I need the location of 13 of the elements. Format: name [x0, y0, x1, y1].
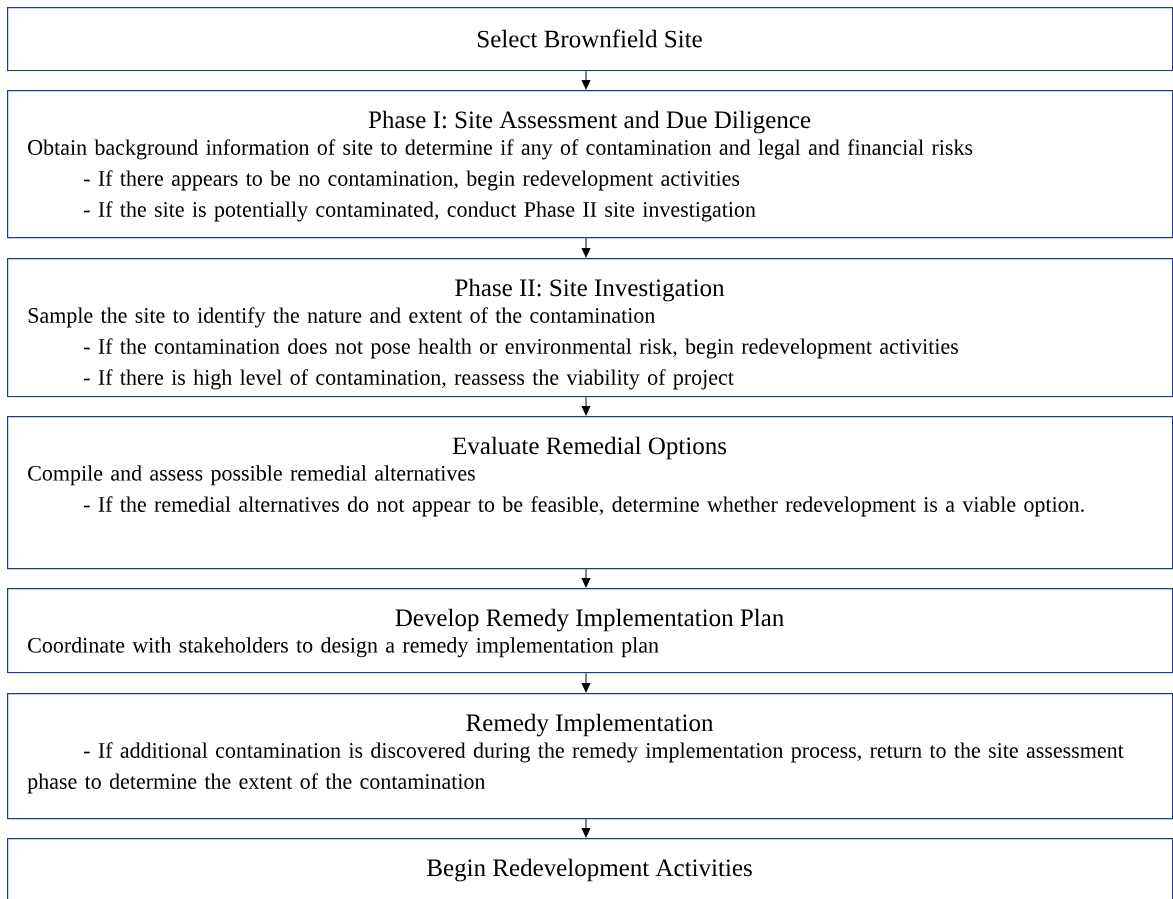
- process-box: Phase II: Site Investigation Sample the site to identify the nature and extent of the contamination - If the contamination does not pose health or environmental risk, begin redevelopment activities - If there is high level of contamination, reassess the viability of project: [7, 258, 1173, 398]
- arrow: [581, 672, 591, 693]
- arrow: [581, 237, 591, 258]
- arrow: [581, 396, 591, 416]
- arrow: [581, 70, 591, 90]
- process-box: Select Brownfield Site: [7, 7, 1173, 72]
- process-box: Remedy Implementation - If additional contamination is discovered during the remedy implementation process, return to the site assessment phase to determine the extent of the contamination: [7, 693, 1173, 820]
- process-box: Phase I: Site Assessment and Due Diligence Obtain background information of site to determine if any of contamination and legal and financial risks - If there appears to be no contamination, begin redevelopment activities - If the site is potentially contaminated, conduct Phase II site investigation: [7, 90, 1173, 239]
- process-box: Begin Redevelopment Activities: [7, 838, 1173, 899]
- arrow: [581, 568, 591, 588]
- process-box: Evaluate Remedial Options Compile and assess possible remedial alternatives - If the remedial alternatives do not appear to be feasible, determine whether redevelopment is a viable option.: [7, 416, 1173, 570]
- process-box: Develop Remedy Implementation Plan Coordinate with stakeholders to design a remedy implementation plan: [7, 588, 1173, 674]
- arrow: [581, 818, 591, 838]
